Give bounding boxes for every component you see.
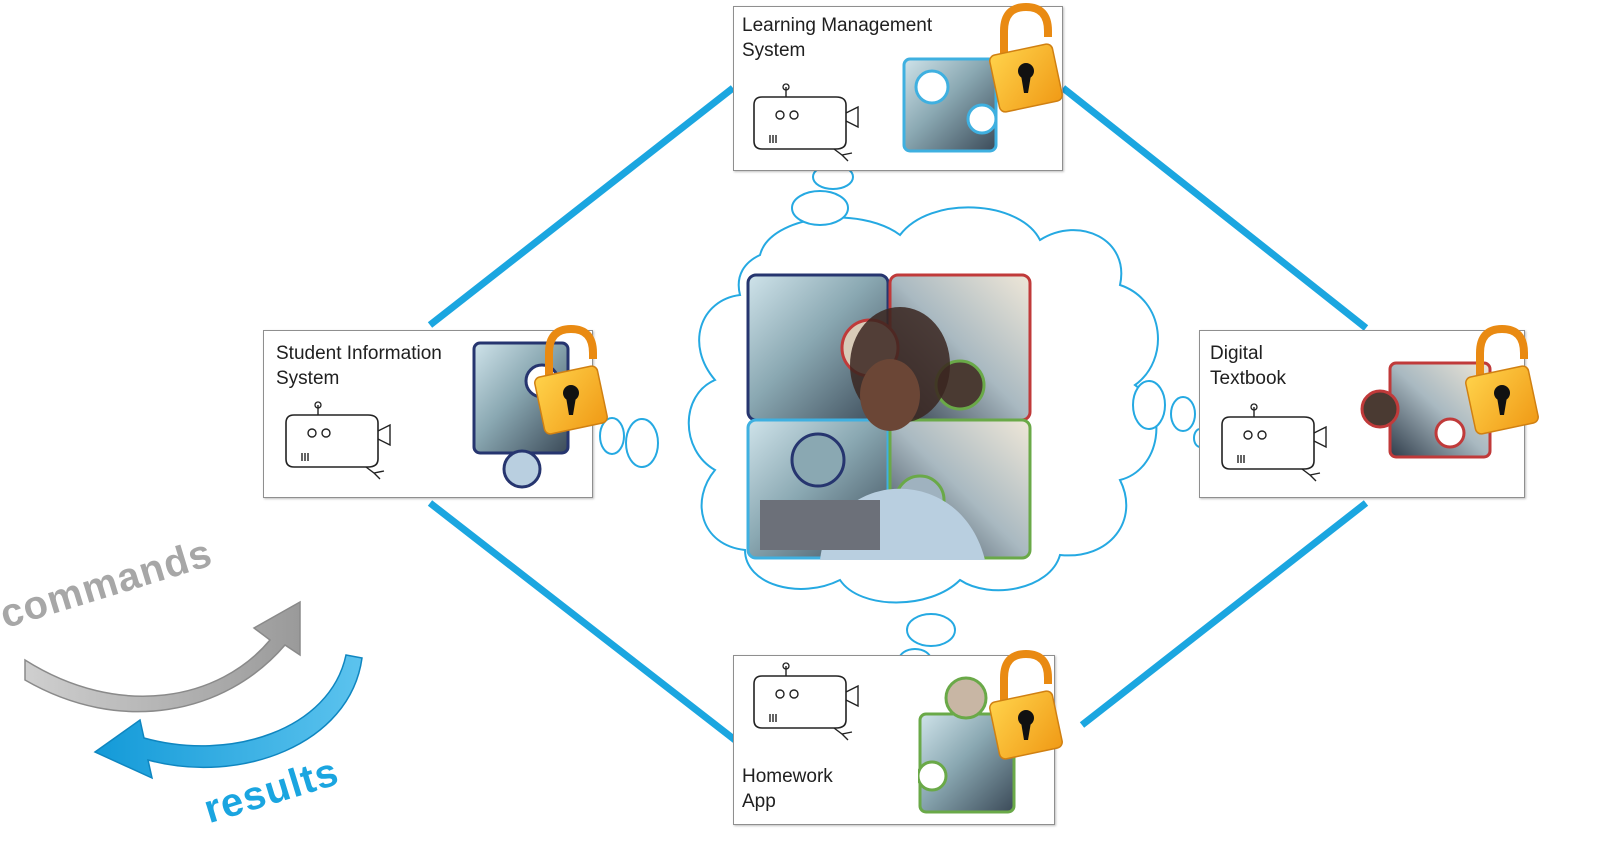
connector-lms-textbook [1060,85,1369,331]
node-homework-app: Homework App [733,649,1063,825]
node-label: Homework App [742,766,833,812]
robot-icon [285,401,391,480]
node-learning-management-system: Learning Management System [733,2,1063,171]
central-thought-cloud [687,206,1159,604]
robot-icon [1221,403,1327,482]
lock-icon [989,649,1063,760]
puzzle-piece [1360,361,1492,459]
connector-homework-sis [427,500,738,743]
lock-icon [534,324,608,435]
connectors [427,85,1369,743]
robot-icon [753,83,859,162]
robot-icon [753,662,859,741]
connector-sis-lms [427,85,736,328]
commands-arrow [24,600,301,713]
connector-textbook-homework [1079,500,1369,728]
results-arrow [93,654,363,780]
central-puzzle [746,273,1032,560]
node-digital-textbook: Digital Textbook [1199,324,1539,498]
node-label: Digital Textbook [1210,343,1287,389]
node-student-information-system: Student Information System [263,324,608,498]
node-label: Learning Management System [742,15,933,61]
lock-icon [1465,324,1539,435]
puzzle-piece [918,676,1016,814]
puzzle-piece [902,57,998,153]
lock-icon [989,2,1063,113]
node-label: Student Information System [276,343,442,389]
